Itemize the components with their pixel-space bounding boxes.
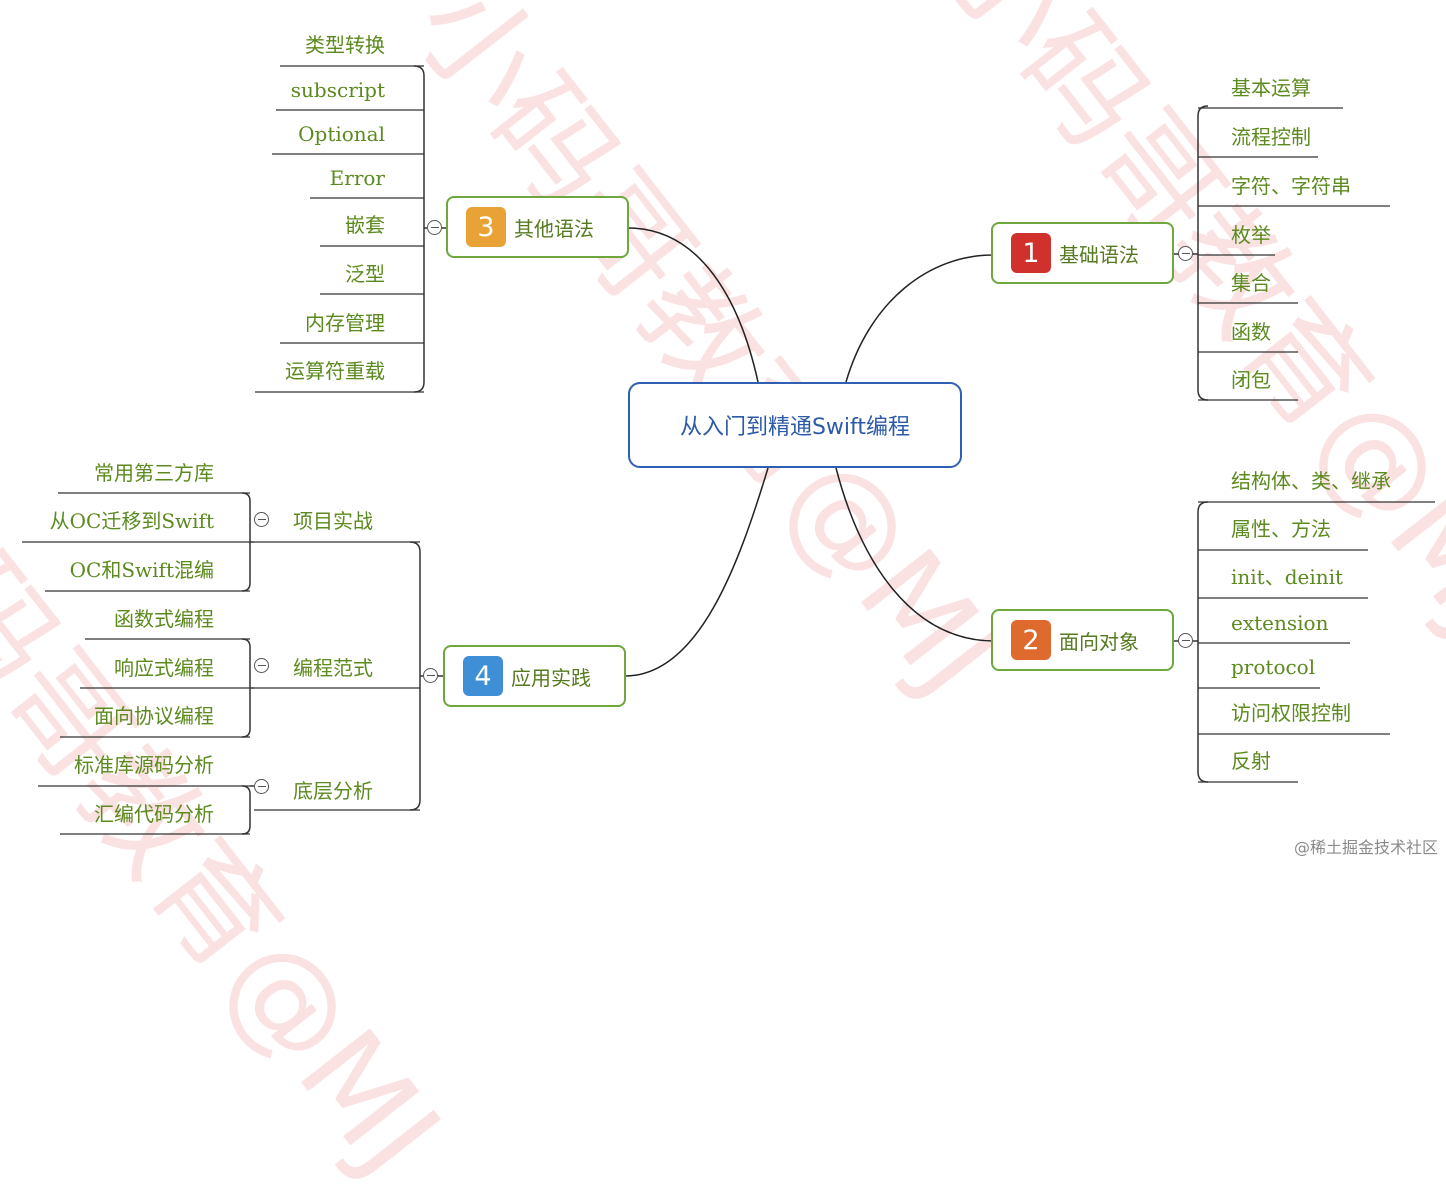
collapse-toggle-icon[interactable]: [423, 668, 438, 683]
leaf-item: 属性、方法: [1231, 517, 1331, 541]
branch-basic-syntax[interactable]: 1 基础语法: [991, 222, 1174, 284]
leaf-item: OC和Swift混编: [69, 558, 214, 582]
leaf-item: 标准库源码分析: [74, 753, 214, 777]
branch-label: 面向对象: [1059, 629, 1139, 654]
leaf-item: 函数: [1231, 320, 1271, 344]
leaf-item: 内存管理: [305, 311, 385, 335]
collapse-toggle-icon[interactable]: [254, 512, 269, 527]
branch-number-badge: 3: [466, 207, 506, 247]
branch-applied-practice[interactable]: 4 应用实践: [443, 645, 626, 707]
branch-other-syntax[interactable]: 3 其他语法: [446, 196, 629, 258]
leaf-item: 常用第三方库: [94, 461, 214, 485]
leaf-item: 集合: [1231, 271, 1271, 295]
collapse-toggle-icon[interactable]: [254, 658, 269, 673]
branch-label: 其他语法: [514, 216, 594, 241]
leaf-item: 反射: [1231, 749, 1271, 773]
branch-label: 基础语法: [1059, 242, 1139, 267]
collapse-toggle-icon[interactable]: [254, 779, 269, 794]
leaf-item: 从OC迁移到Swift: [49, 509, 214, 533]
leaf-item: 响应式编程: [114, 656, 214, 680]
subtopic-project-practice[interactable]: 项目实战: [293, 509, 373, 533]
leaf-item: 访问权限控制: [1231, 701, 1351, 725]
leaf-item: 泛型: [345, 262, 385, 286]
subtopic-low-level-analysis[interactable]: 底层分析: [293, 779, 373, 803]
leaf-item: 嵌套: [345, 213, 385, 237]
connector-lines: [22, 65, 1435, 835]
branch-number-badge: 1: [1011, 233, 1051, 273]
leaf-item: Error: [329, 166, 385, 190]
leaf-item: 枚举: [1231, 223, 1271, 247]
leaf-item: init、deinit: [1231, 565, 1344, 589]
collapse-toggle-icon[interactable]: [1178, 633, 1193, 648]
leaf-item: 汇编代码分析: [94, 802, 214, 826]
branch-number-badge: 2: [1011, 620, 1051, 660]
leaf-item: extension: [1231, 611, 1329, 635]
source-credit: @稀土掘金技术社区: [1293, 838, 1438, 857]
leaf-item: 结构体、类、继承: [1231, 469, 1391, 493]
branch-number-badge: 4: [463, 656, 503, 696]
leaf-item: 闭包: [1231, 368, 1271, 392]
collapse-toggle-icon[interactable]: [1178, 246, 1193, 261]
collapse-toggle-icon[interactable]: [427, 220, 442, 235]
leaf-item: Optional: [298, 122, 385, 146]
leaf-item: subscript: [290, 78, 385, 102]
mind-map: 小码哥教育@MJ 小码哥教育@MJ 小码哥教育@MJ: [0, 0, 1446, 864]
leaf-item: protocol: [1231, 655, 1316, 679]
leaf-item: 运算符重载: [285, 359, 385, 383]
leaf-item: 字符、字符串: [1231, 174, 1351, 198]
central-topic[interactable]: 从入门到精通Swift编程: [628, 382, 962, 468]
leaf-item: 基本运算: [1231, 76, 1311, 100]
subtopic-programming-paradigm[interactable]: 编程范式: [293, 656, 373, 680]
central-topic-label: 从入门到精通Swift编程: [679, 415, 911, 440]
leaf-item: 类型转换: [305, 33, 385, 57]
leaf-item: 面向协议编程: [94, 704, 214, 728]
branch-label: 应用实践: [511, 665, 591, 690]
leaf-item: 函数式编程: [114, 607, 214, 631]
leaf-item: 流程控制: [1231, 125, 1311, 149]
branch-object-oriented[interactable]: 2 面向对象: [991, 609, 1174, 671]
